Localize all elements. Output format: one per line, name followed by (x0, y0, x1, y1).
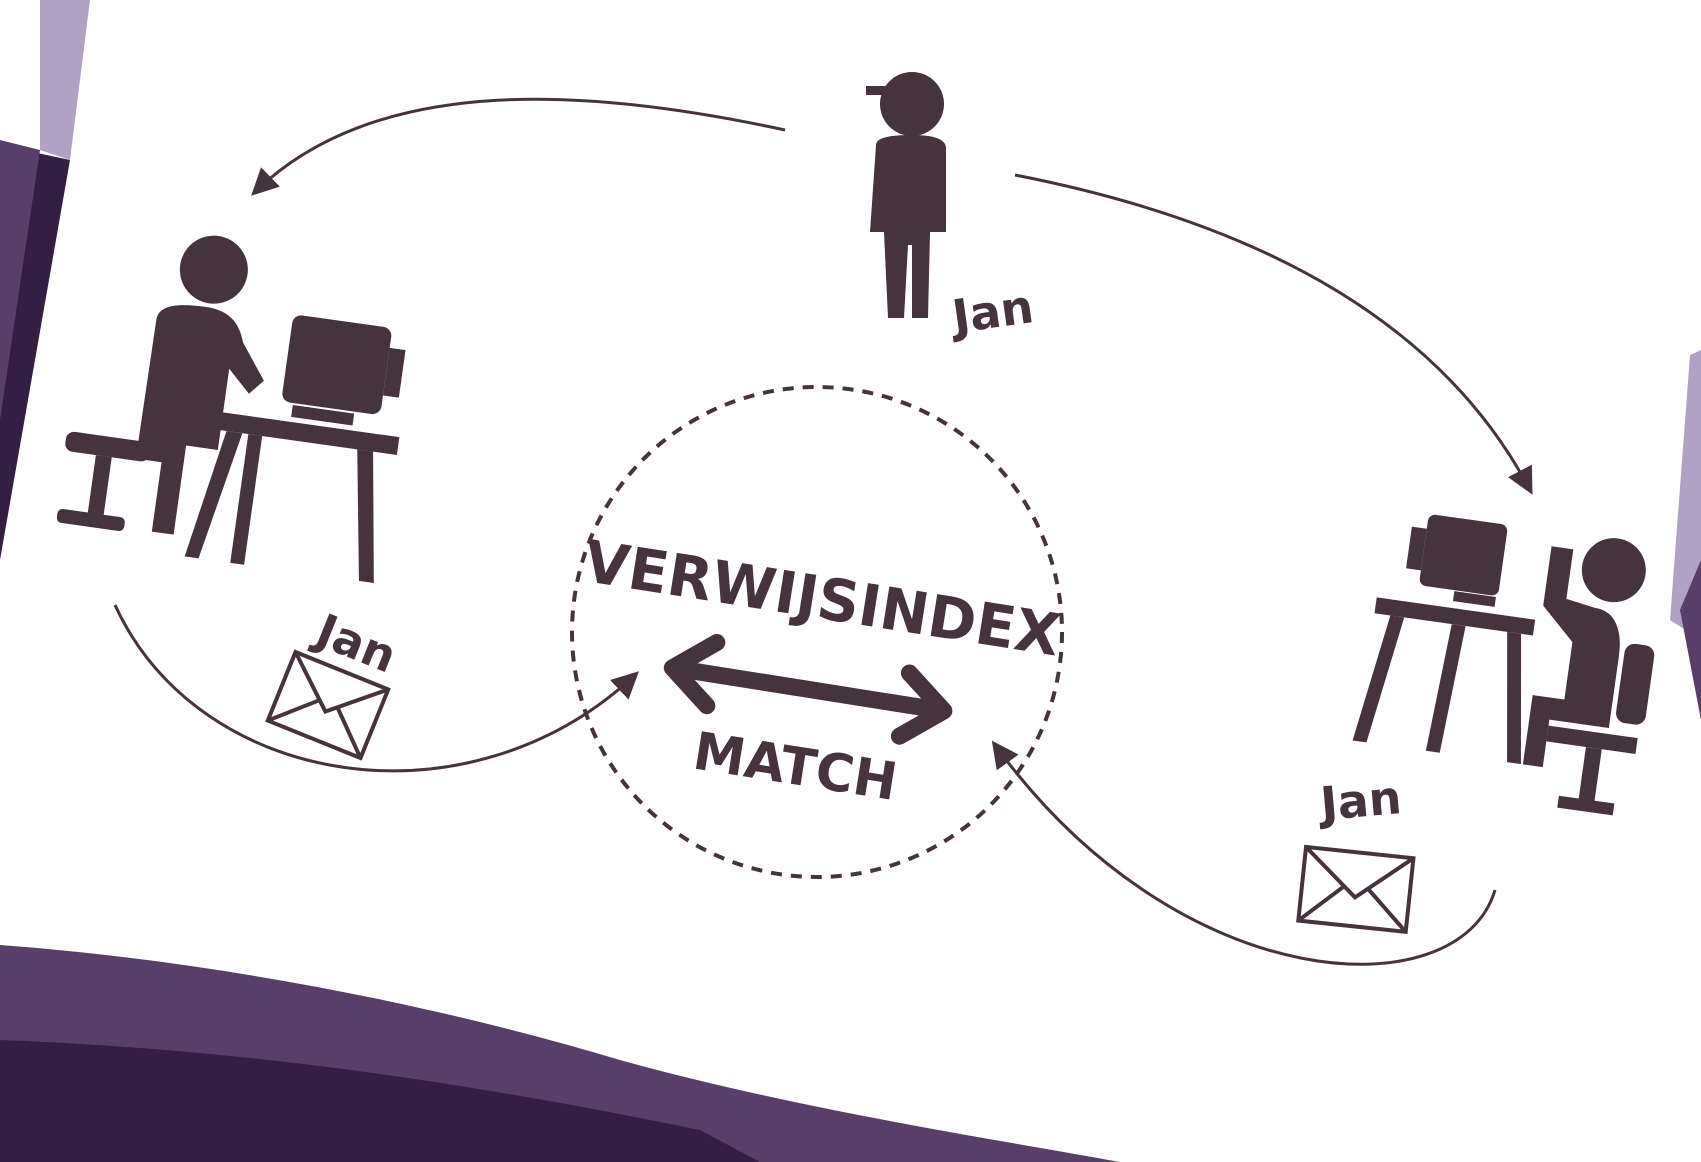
index-action: MATCH (689, 722, 901, 813)
person-at-computer-icon-right (1352, 514, 1655, 816)
arrow-top-to-left (251, 97, 786, 196)
walking-person-icon (866, 72, 946, 318)
person-name-right: Jan (1315, 770, 1403, 831)
right-lavender-strip (1670, 350, 1701, 640)
envelope-icon-left (265, 649, 391, 761)
arrow-left-to-index (113, 604, 639, 773)
right-purple-strip (1680, 560, 1701, 720)
left-purple-band (0, 140, 40, 420)
envelope-icon-right (1296, 844, 1416, 935)
bottom-dark-band (0, 1040, 760, 1162)
person-at-computer-icon-left (56, 235, 406, 583)
person-name-top: Jan (946, 279, 1037, 344)
arrow-right-to-index (991, 740, 1497, 966)
verwijsindex-circle (570, 385, 1064, 879)
arrow-top-to-right (1014, 173, 1533, 495)
index-title: VERWIJSINDEX (579, 527, 1064, 669)
flow-arrows (113, 97, 1533, 966)
left-lavender-strip (40, 0, 90, 160)
double-arrow-icon (663, 633, 953, 745)
